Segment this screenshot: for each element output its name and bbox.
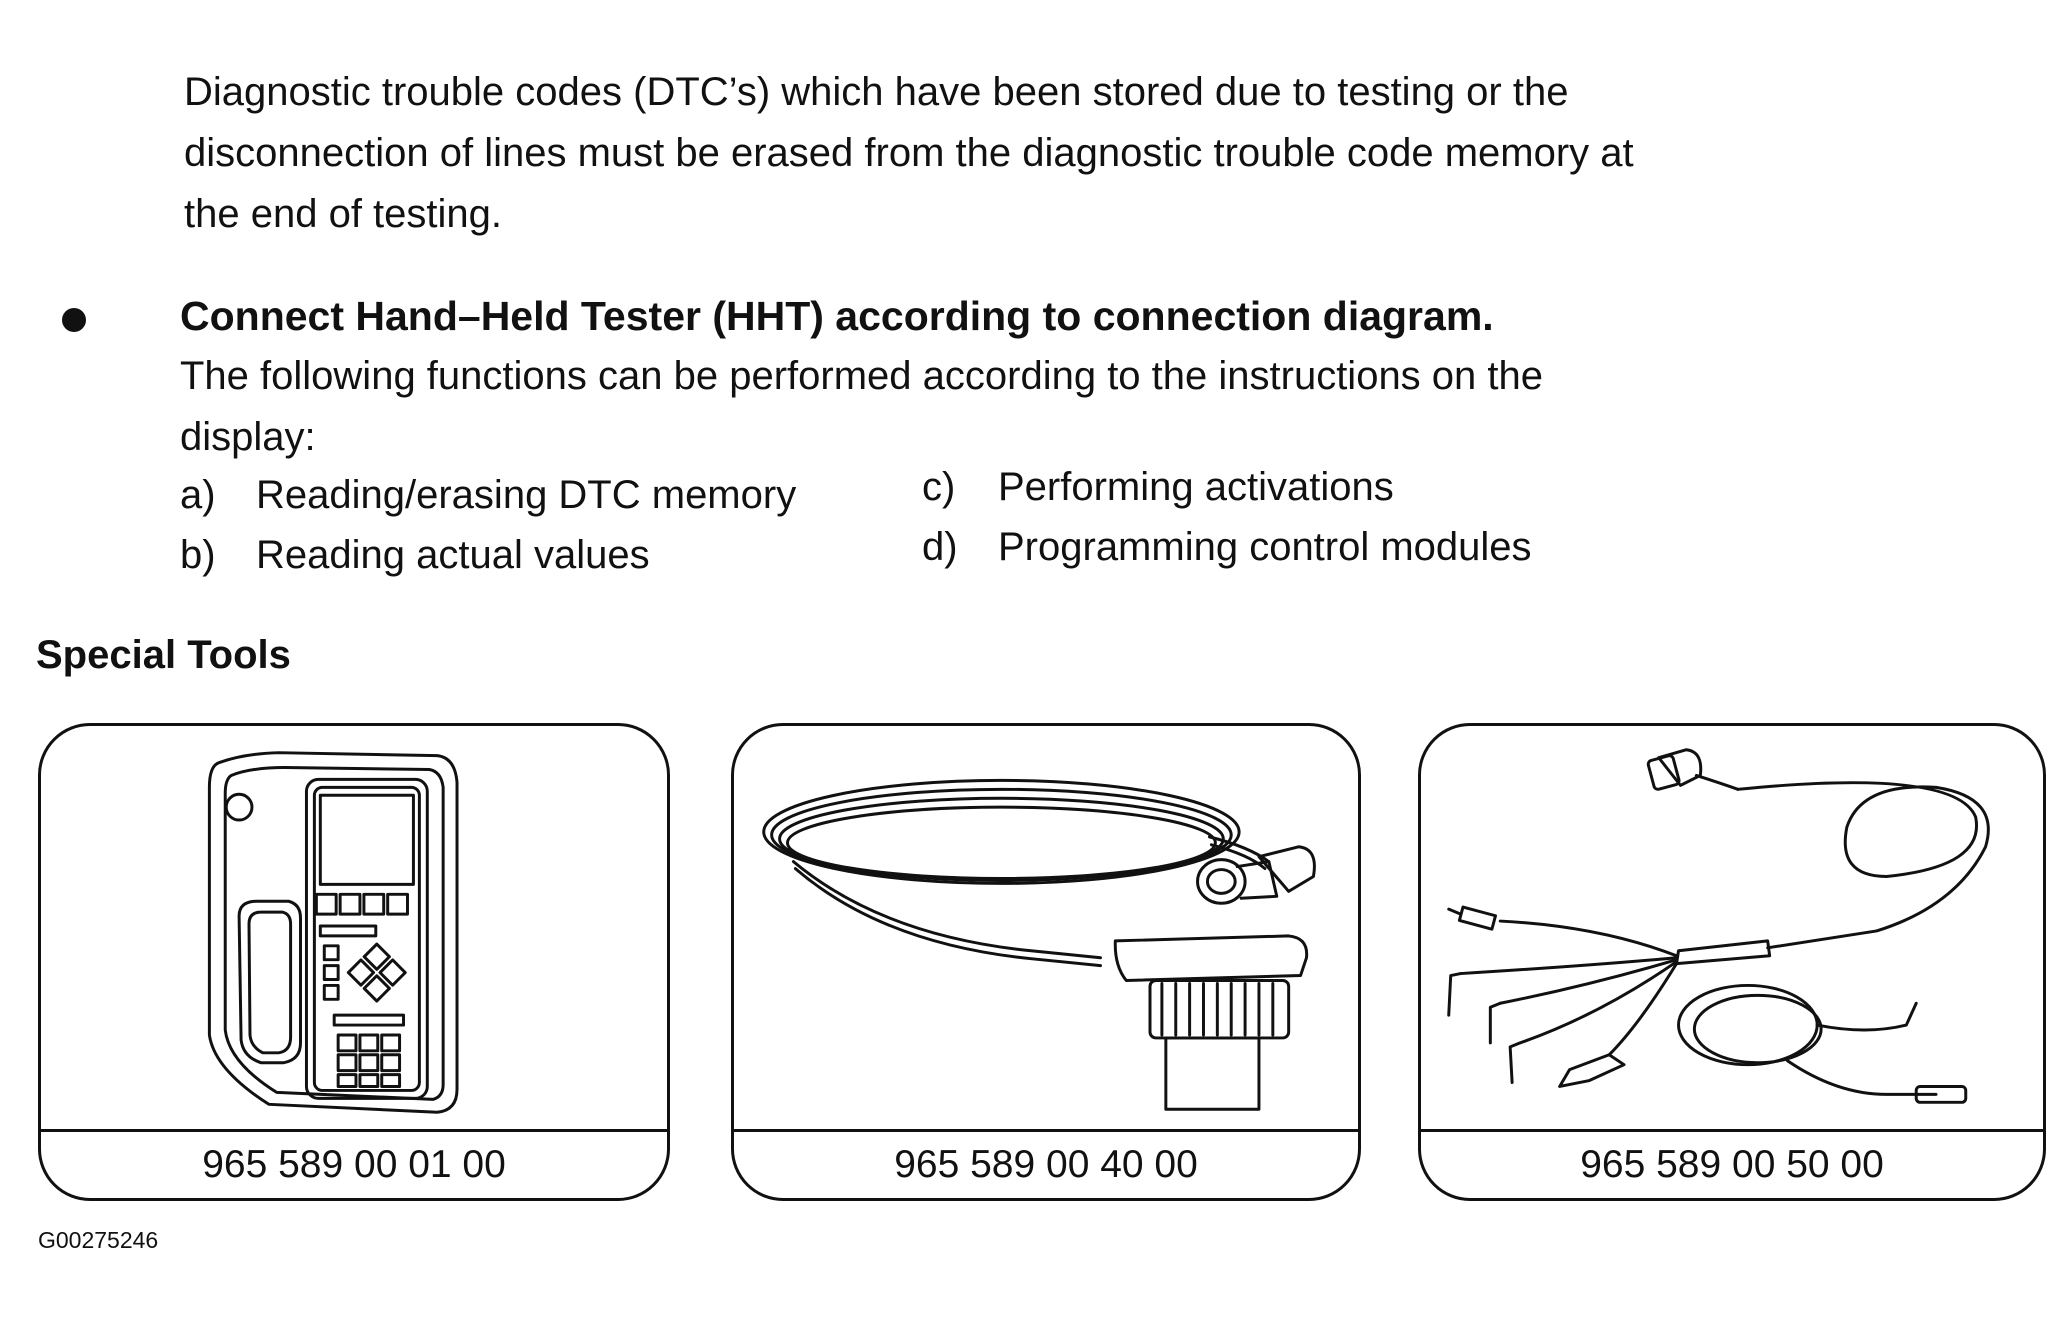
function-item-a: a) Reading/erasing DTC memory	[180, 470, 796, 520]
step-paragraph: The following functions can be performed…	[180, 354, 1544, 459]
function-label: Reading actual values	[256, 533, 650, 577]
function-item-b: b) Reading actual values	[180, 530, 650, 580]
special-tools-title: Special Tools	[36, 633, 291, 677]
function-letter: a)	[180, 473, 216, 517]
tool-card-hht: 965 589 00 01 00	[38, 723, 670, 1201]
tool-part-number: 965 589 00 50 00	[1580, 1143, 1884, 1186]
tool-card-divider	[734, 1129, 1358, 1132]
function-label: Performing activations	[998, 465, 1394, 509]
coiled-cable-icon	[762, 778, 1316, 1111]
function-item-c: c) Performing activations	[922, 462, 1394, 512]
tool-card-divider	[1421, 1129, 2043, 1132]
function-label: Reading/erasing DTC memory	[256, 473, 797, 517]
function-label: Programming control modules	[998, 525, 1532, 569]
test-lead-harness-icon	[1447, 748, 1990, 1104]
function-letter: c)	[922, 465, 956, 509]
bullet-icon	[62, 308, 86, 332]
tool-card-cable: 965 589 00 40 00	[731, 723, 1361, 1201]
function-letter: b)	[180, 533, 216, 577]
tool-part-number: 965 589 00 40 00	[894, 1143, 1198, 1186]
intro-paragraph: Diagnostic trouble codes (DTC’s) which h…	[184, 70, 1634, 236]
function-letter: d)	[922, 525, 958, 569]
tool-card-divider	[41, 1129, 667, 1132]
figure-id: G00275246	[38, 1227, 159, 1253]
tool-card-harness: 965 589 00 50 00	[1418, 723, 2046, 1201]
tool-part-number: 965 589 00 01 00	[202, 1143, 506, 1186]
function-item-d: d) Programming control modules	[922, 522, 1532, 572]
hand-held-tester-icon	[207, 751, 459, 1114]
step-heading: Connect Hand–Held Tester (HHT) according…	[180, 293, 1494, 339]
